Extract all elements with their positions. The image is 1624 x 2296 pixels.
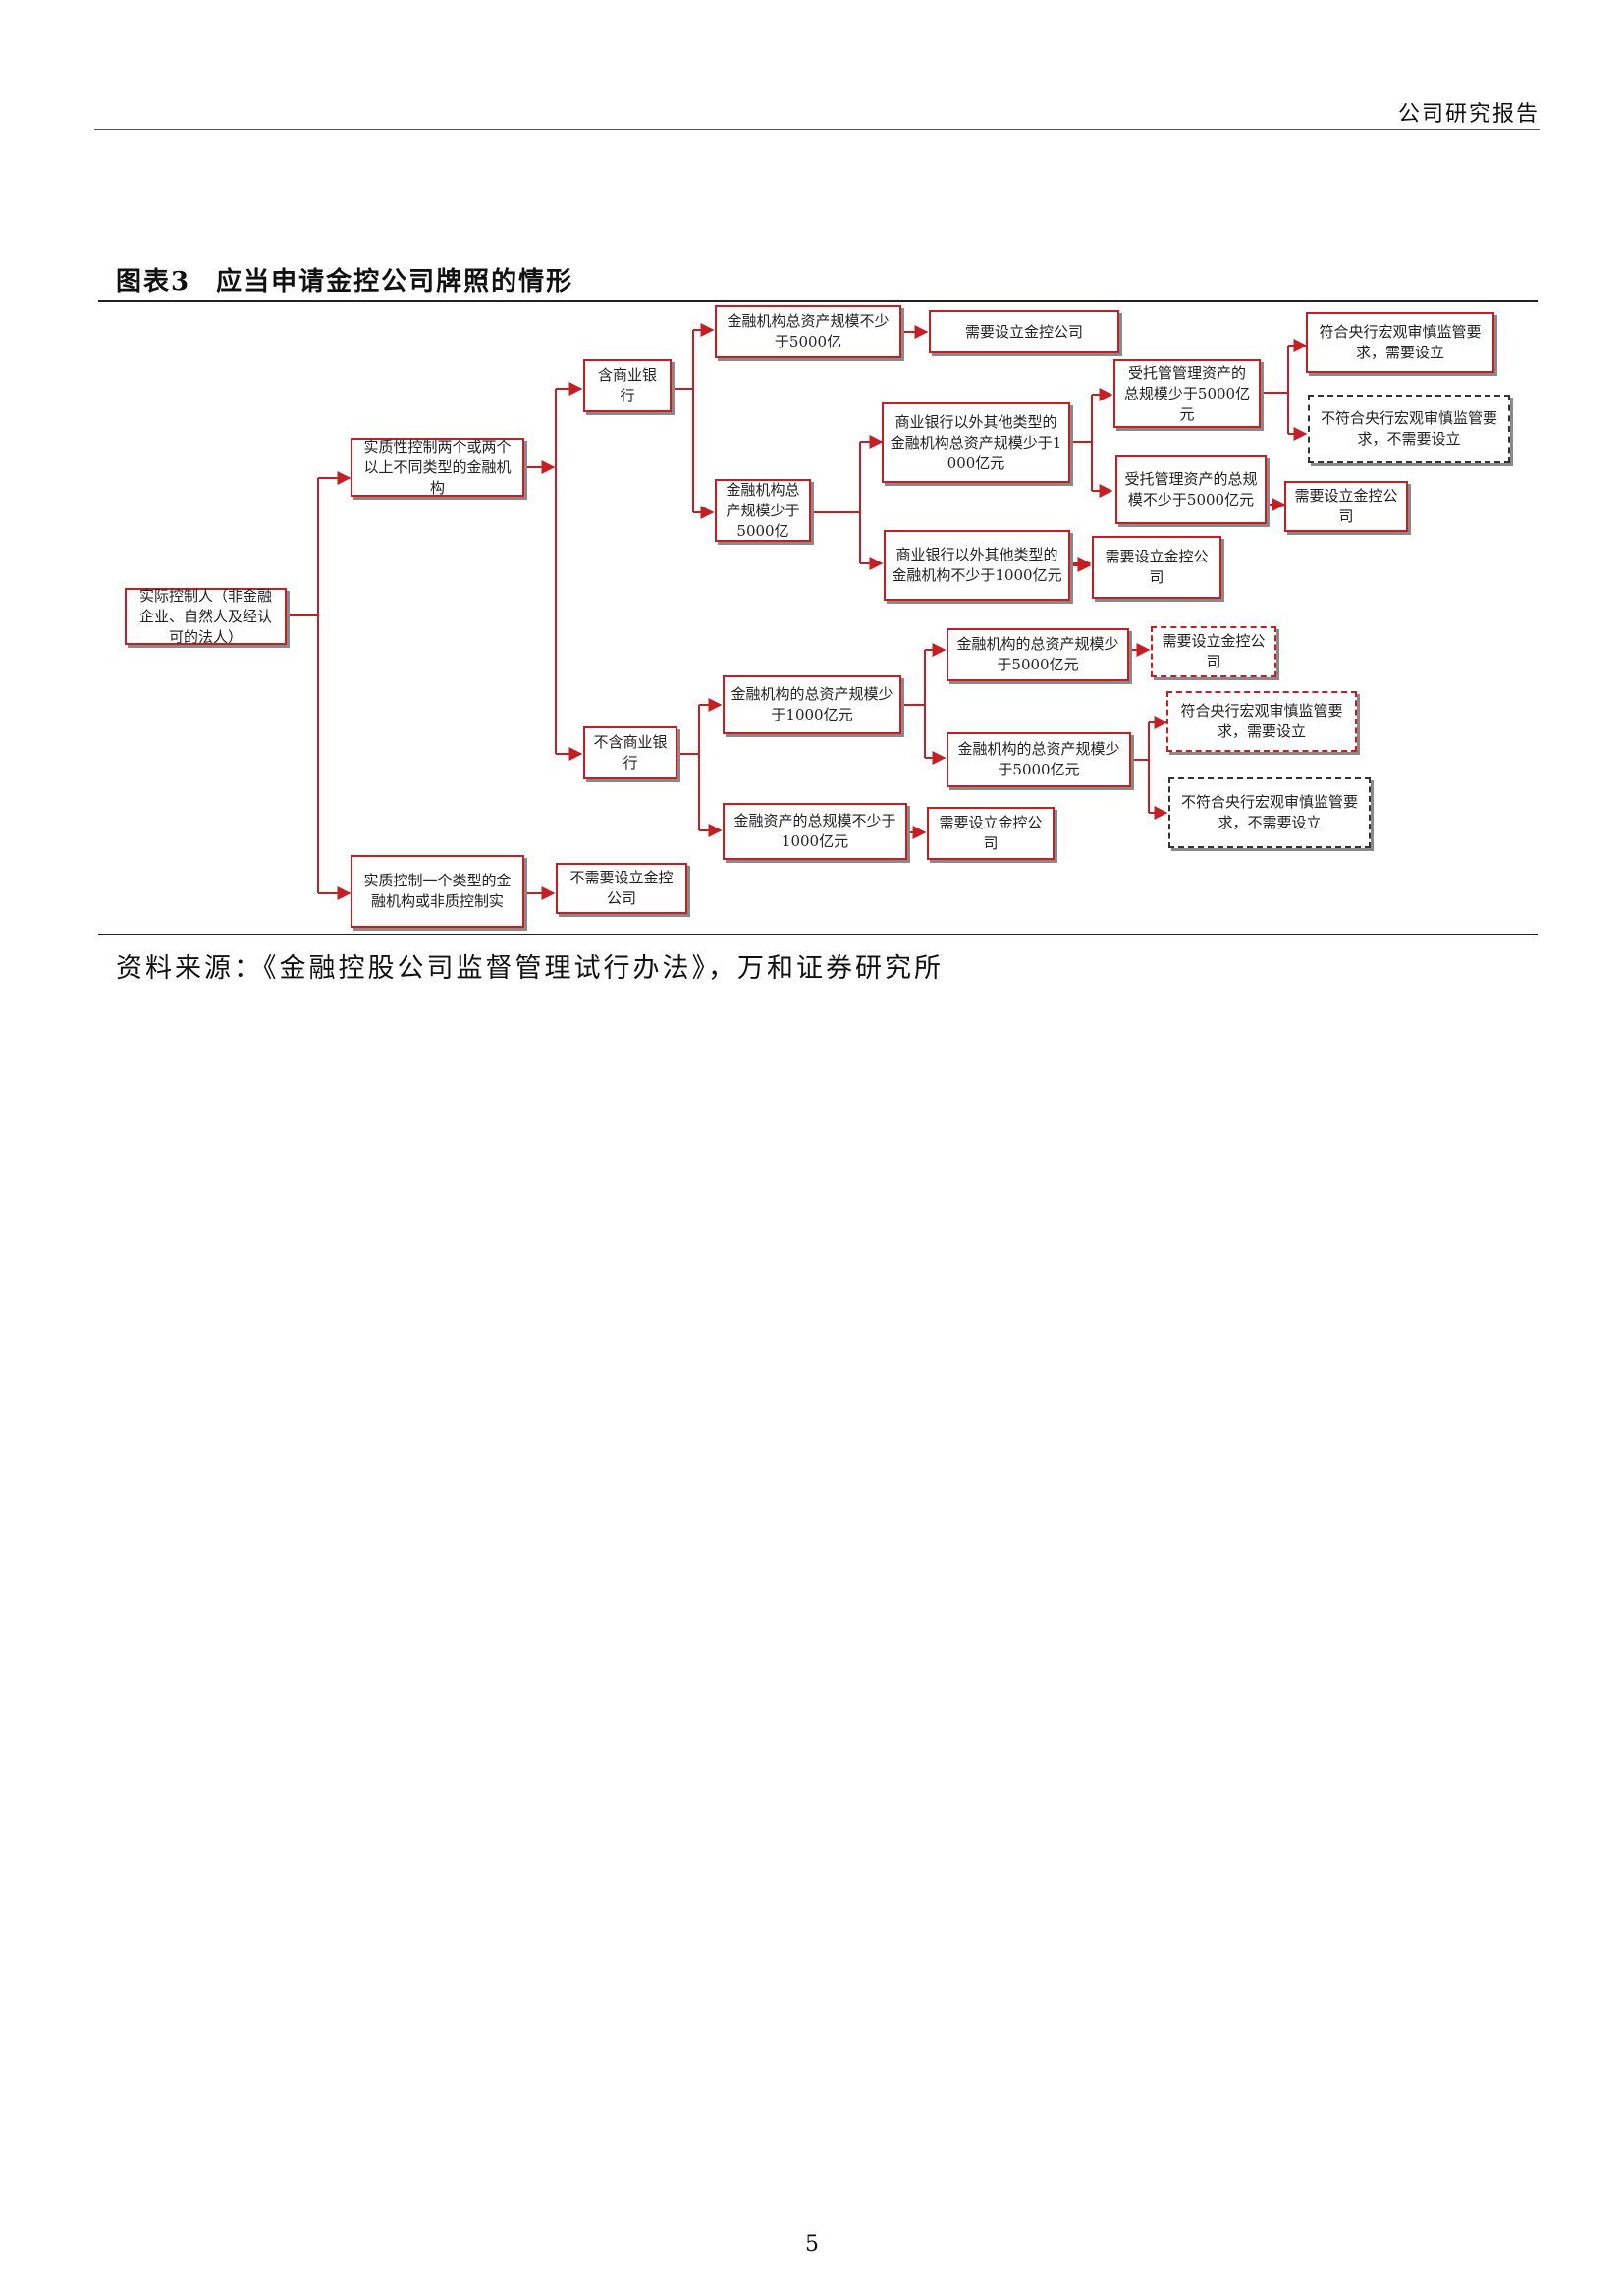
entrusted-ge5000-result-label: 需要设立金控公司	[1294, 487, 1398, 525]
root-node: 实际控制人（非金融企业、自然人及经认可的法人）	[125, 586, 287, 646]
nobank-meet-requirement-label: 符合央行宏观审慎监管要求，需要设立	[1180, 702, 1343, 740]
nonbank-ge1000-result-node: 需要设立金控公司	[1092, 536, 1221, 599]
bank-ge5000-result-label: 需要设立金控公司	[964, 322, 1083, 341]
nobank-lt5000-b-node: 金融机构的总资产规模少于5000亿元	[947, 732, 1131, 787]
nobank-ge1000-result-node: 需要设立金控公司	[927, 807, 1055, 860]
report-type-label: 公司研究报告	[1397, 102, 1540, 127]
meet-requirement-node: 符合央行宏观审慎监管要求，需要设立	[1306, 312, 1494, 373]
nonbank-ge1000-node: 商业银行以外其他类型的金融机构不少于1000亿元	[884, 530, 1070, 601]
not-meet-requirement-label: 不符合央行宏观审慎监管要求，不需要设立	[1320, 409, 1497, 448]
nobank-lt5000-a-label: 金融机构的总资产规模少于5000亿元	[956, 635, 1119, 673]
nobank-lt1000-node: 金融机构的总资产规模少于1000亿元	[723, 675, 901, 734]
figure-number: 图表3	[116, 267, 191, 296]
nonbank-lt1000-label: 商业银行以外其他类型的金融机构总资产规模少于1000亿元	[890, 412, 1062, 472]
figure-source: 资料来源：《金融控股公司监督管理试行办法》，万和证券研究所	[116, 953, 944, 984]
figure-title: 图表3 应当申请金控公司牌照的情形	[116, 261, 573, 297]
nonbank-lt1000-node: 商业银行以外其他类型的金融机构总资产规模少于1000亿元	[882, 402, 1070, 483]
multi-control-label: 实质性控制两个或两个以上不同类型的金融机构	[363, 437, 512, 497]
figure-top-rule	[98, 300, 1538, 302]
bank-label: 含商业银行	[597, 366, 657, 404]
bank-lt5000-label: 金融机构总产规模少于5000亿	[726, 480, 800, 540]
multi-control-node: 实质性控制两个或两个以上不同类型的金融机构	[351, 438, 524, 497]
nobank-ge1000-result-label: 需要设立金控公司	[939, 814, 1043, 852]
bank-node: 含商业银行	[583, 359, 672, 412]
entrusted-lt5000-node: 受托管管理资产的总规模少于5000亿元	[1113, 359, 1261, 428]
figure-caption: 应当申请金控公司牌照的情形	[216, 267, 574, 296]
bank-lt5000-node: 金融机构总产规模少于5000亿	[715, 479, 811, 542]
nobank-label: 不含商业银行	[593, 733, 668, 772]
not-meet-requirement-node: 不符合央行宏观审慎监管要求，不需要设立	[1308, 395, 1510, 463]
nobank-lt5000-a-node: 金融机构的总资产规模少于5000亿元	[947, 628, 1129, 681]
flowchart-connectors	[287, 323, 1308, 900]
entrusted-ge5000-result-node: 需要设立金控公司	[1284, 481, 1408, 532]
header-divider	[94, 129, 1540, 130]
single-control-node: 实质控制一个类型的金融机构或非质控制实	[351, 855, 524, 928]
bank-ge5000-node: 金融机构总资产规模不少于5000亿	[715, 305, 901, 358]
nobank-ge1000-label: 金融资产的总规模不少于1000亿元	[733, 812, 896, 850]
nobank-not-meet-requirement-label: 不符合央行宏观审慎监管要求，不需要设立	[1180, 793, 1358, 831]
nonbank-ge1000-result-label: 需要设立金控公司	[1105, 548, 1209, 586]
nonbank-ge1000-label: 商业银行以外其他类型的金融机构不少于1000亿元	[892, 546, 1062, 584]
nobank-lt1000-label: 金融机构的总资产规模少于1000亿元	[731, 685, 893, 723]
bank-ge5000-result-node: 需要设立金控公司	[929, 310, 1119, 353]
single-control-label: 实质控制一个类型的金融机构或非质控制实	[363, 872, 512, 910]
figure-bottom-rule	[98, 934, 1538, 935]
single-control-result-node: 不需要设立金控公司	[556, 863, 687, 914]
single-control-result-label: 不需要设立金控公司	[569, 869, 674, 907]
entrusted-ge5000-node: 受托管理资产的总规模不少于5000亿元	[1115, 455, 1267, 524]
nobank-lt5000-a-result-node: 需要设立金控公司	[1151, 626, 1276, 677]
bank-ge5000-label: 金融机构总资产规模不少于5000亿	[727, 312, 890, 350]
entrusted-ge5000-label: 受托管理资产的总规模不少于5000亿元	[1124, 470, 1258, 508]
nobank-not-meet-requirement-node: 不符合央行宏观审慎监管要求，不需要设立	[1168, 777, 1371, 848]
page-number: 5	[805, 2232, 819, 2257]
nobank-lt5000-b-label: 金融机构的总资产规模少于5000亿元	[957, 740, 1120, 778]
root-node-label: 实际控制人（非金融企业、自然人及经认可的法人）	[138, 586, 272, 646]
nobank-ge1000-node: 金融资产的总规模不少于1000亿元	[723, 803, 907, 860]
nobank-lt5000-a-result-label: 需要设立金控公司	[1162, 632, 1266, 670]
meet-requirement-label: 符合央行宏观审慎监管要求，需要设立	[1319, 323, 1482, 361]
nobank-node: 不含商业银行	[583, 726, 677, 779]
nobank-meet-requirement-node: 符合央行宏观审慎监管要求，需要设立	[1166, 691, 1357, 752]
entrusted-lt5000-label: 受托管管理资产的总规模少于5000亿元	[1123, 363, 1251, 423]
